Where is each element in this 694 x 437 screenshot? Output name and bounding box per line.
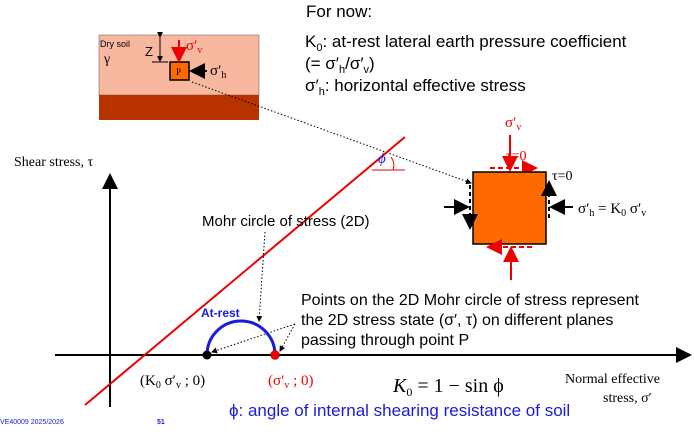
element-sigma-v-label: σ′v (505, 115, 521, 133)
unit-weight-symbol: γ (103, 52, 110, 67)
x-axis-label-line2: stress, σ′ (603, 391, 652, 406)
point-label: P (176, 67, 181, 77)
tau-top-label: τ=0 (506, 149, 527, 164)
y-axis-label: Shear stress, τ (14, 155, 93, 170)
k0-point (202, 350, 212, 360)
points-note-line: Points on the 2D Mohr circle of stress r… (301, 292, 639, 309)
soil-diagram: Dry soil γ Z P σ′v σ′h (98, 32, 260, 120)
notes: For now: K0: at-rest lateral earth press… (305, 2, 627, 98)
tau-side-label: τ=0 (552, 169, 573, 184)
k0-formula: K0 = 1 − sin ϕ (392, 375, 504, 399)
points-note-line: the 2D stress state (σ′, τ) on different… (301, 312, 613, 329)
element-square (472, 171, 547, 245)
mohr-plot: Shear stress, τ Normal effective stress,… (14, 136, 692, 407)
at-rest-label: At-rest (201, 306, 240, 320)
failure-envelope (84, 136, 406, 406)
phi-label: ϕ (378, 151, 386, 167)
mohr-circle-label: Mohr circle of stress (2D) (202, 213, 370, 230)
notes-heading: For now: (306, 2, 372, 21)
course-code: VE40009 2025/2026 (0, 419, 64, 426)
soil-label: Dry soil (100, 39, 130, 49)
note-pointer-left (211, 323, 296, 354)
points-note: Points on the 2D Mohr circle of stress r… (301, 292, 639, 349)
points-note-line: passing through point P (301, 332, 469, 349)
stress-element: σ′v τ=0 τ=0 σ′h = K0 σ′v (444, 115, 646, 280)
callout-line (191, 81, 472, 185)
phi-definition: ϕ: angle of internal shearing resistance… (229, 401, 570, 420)
sigma-v-label: σ′v (186, 38, 202, 56)
base-layer (99, 95, 259, 120)
sigma-h-definition: σ′h: horizontal effective stress (305, 76, 526, 98)
depth-label: Z (145, 44, 153, 59)
k0-ratio: (= σ′h/σ′v) (305, 54, 375, 76)
sigma-v-point (270, 350, 280, 360)
sigma-h-equation: σ′h = K0 σ′v (578, 201, 646, 219)
sigma-h-label: σ′h (210, 63, 226, 81)
k0-point-label: (K0 σ′v ; 0) (140, 373, 205, 391)
phi-arc (390, 156, 395, 171)
x-axis-label-line1: Normal effective (565, 372, 660, 387)
mohr-label-pointer (256, 231, 266, 322)
k0-definition: K0: at-rest lateral earth pressure coeff… (305, 32, 627, 54)
note-pointer-right (279, 323, 296, 352)
page-number: 51 (157, 419, 165, 426)
sigma-v-point-label: (σ′v ; 0) (268, 373, 314, 391)
mohr-semicircle (205, 319, 277, 356)
